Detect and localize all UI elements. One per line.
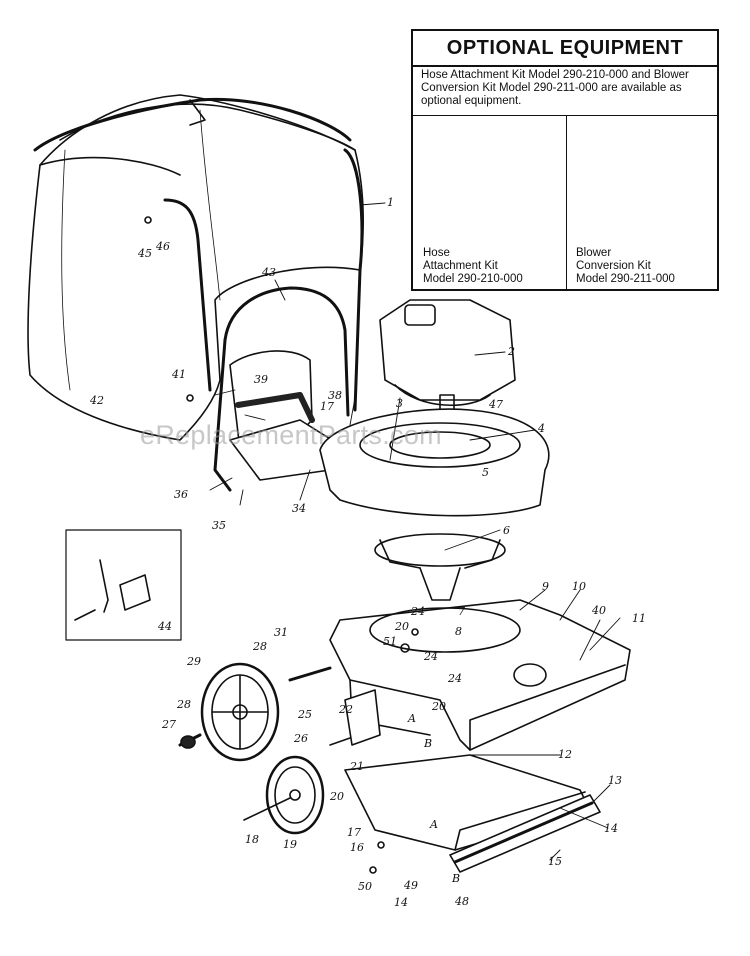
divider [566,115,567,291]
optional-equipment-title: OPTIONAL EQUIPMENT [413,31,717,67]
callout: 41 [172,368,186,381]
callout: 51 [383,635,397,648]
blower-housing [319,408,550,517]
callout: 13 [608,774,622,787]
engine [379,299,516,416]
impeller [374,533,506,601]
callout: 48 [455,895,469,908]
callout: 34 [292,502,306,515]
callout: 5 [482,466,489,479]
callout: 10 [572,580,586,593]
seal-strip [449,794,601,873]
callout: 20 [395,620,409,633]
upper-handle [33,97,364,412]
front-wheel [243,755,325,835]
callout: 17 [320,400,334,413]
watermark: eReplacementParts.com [140,420,442,450]
callout: 49 [404,879,418,892]
callout: 39 [254,373,268,386]
callout: 17 [347,826,361,839]
callout: 26 [294,732,308,745]
callout: 36 [174,488,188,501]
callout: 6 [503,524,510,537]
lower-handle [213,286,350,492]
main-deck [329,599,631,751]
fasteners [144,216,419,874]
divider [413,115,717,116]
callout: 15 [548,855,562,868]
callout: 9 [542,580,549,593]
callout: 16 [350,841,364,854]
callout: 24 [424,650,438,663]
callout: 28 [253,640,267,653]
callout: 29 [187,655,201,668]
callout: 21 [350,760,364,773]
height-adjust-bracket [329,689,381,746]
callout: 20 [330,790,344,803]
callout: 42 [90,394,104,407]
callout: 1 [387,196,394,209]
callout: 14 [394,896,408,909]
callout: 3 [396,397,403,410]
callout: 18 [245,833,259,846]
callout: 14 [604,822,618,835]
optional-equipment-description: Hose Attachment Kit Model 290-210-000 an… [421,69,689,107]
hose-kit-label: Hose Attachment Kit Model 290-210-000 [423,247,523,285]
callout: 43 [262,266,276,279]
callout: A [408,712,416,725]
callout: A [430,818,438,831]
callout: 19 [283,838,297,851]
callout: 24 [448,672,462,685]
axle [288,666,332,682]
callout: 44 [158,620,172,633]
callout: 35 [212,519,226,532]
callout: 38 [328,389,342,402]
callout: B [452,872,461,885]
collection-bag [27,94,365,441]
callout: 31 [274,626,288,639]
callout: 40 [592,604,606,617]
callout: 12 [558,748,572,761]
callout: 22 [339,703,353,716]
callout: 7 [458,605,465,618]
chute-adapter [229,350,341,481]
callout: 2 [508,345,515,358]
callout: 20 [432,700,446,713]
callout: 27 [162,718,176,731]
blower-kit-label: Blower Conversion Kit Model 290-211-000 [576,247,675,285]
callout: 47 [489,398,503,411]
callout: 24 [411,605,425,618]
nozzle-plate [344,754,591,851]
inset-detail-44 [65,529,182,641]
rear-wheel [178,662,280,762]
callout: B [424,737,433,750]
optional-equipment-box: OPTIONAL EQUIPMENT Hose Attachment Kit M… [411,29,719,291]
leader-lines [209,202,621,861]
callout: 28 [177,698,191,711]
callout: 46 [156,240,170,253]
callout: 4 [538,422,545,435]
callout: 45 [138,247,152,260]
callout: 50 [358,880,372,893]
callout: 11 [632,612,646,625]
callout: 8 [455,625,462,638]
callout: 25 [298,708,312,721]
